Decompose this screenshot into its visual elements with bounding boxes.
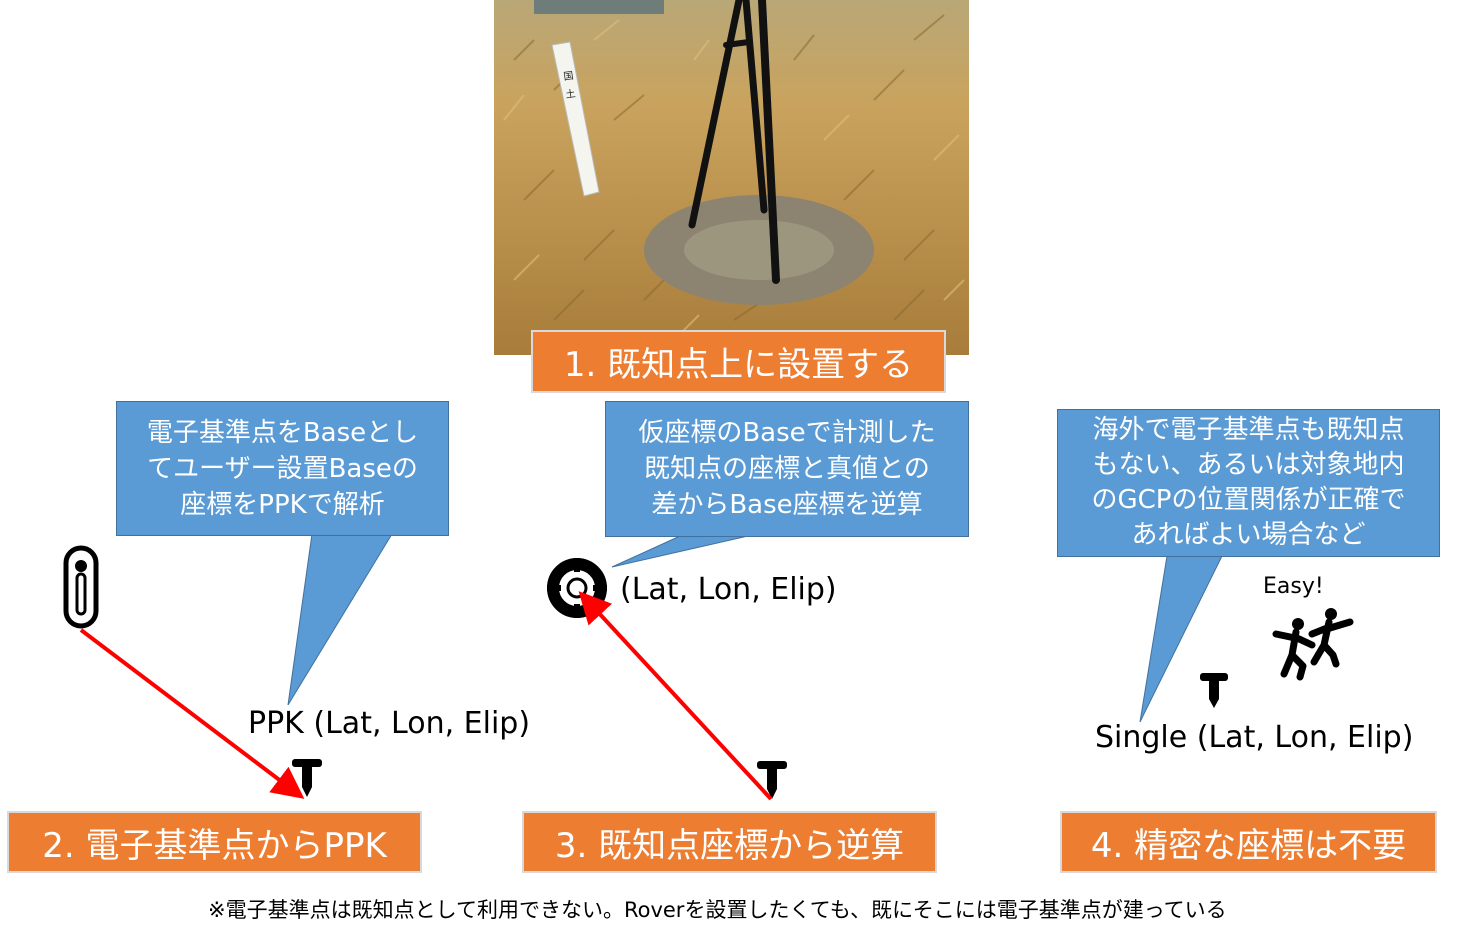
single-coordinate-label: Single (Lat, Lon, Elip) xyxy=(1095,720,1414,755)
callout-ppk-line-1: 電子基準点をBaseとし xyxy=(146,417,419,448)
people-running-icon xyxy=(1272,608,1354,681)
callout-reverse-line-2: 既知点の座標と真値との xyxy=(644,454,930,484)
ppk-arrow xyxy=(79,628,305,799)
step-1-label: 1. 既知点上に設置する xyxy=(563,345,914,385)
callout-single-line-2: もない、あるいは対象地内 xyxy=(1092,450,1405,480)
callout-reverse-line-1: 仮座標のBaseで計測した xyxy=(638,418,936,448)
callout-ppk: 電子基準点をBaseとし てユーザー設置Baseの 座標をPPKで解析 xyxy=(116,401,449,536)
gnss-station-icon xyxy=(63,545,99,629)
rover-antenna-icon xyxy=(1200,673,1228,708)
callout-ppk-line-2: てユーザー設置Baseの xyxy=(147,453,418,484)
known-coordinate-label: (Lat, Lon, Elip) xyxy=(620,572,837,607)
footnote: ※電子基準点は既知点として利用できない。Roverを設置したくても、既にそこには… xyxy=(208,898,1227,922)
svg-text:国: 国 xyxy=(563,70,575,83)
callout-reverse: 仮座標のBaseで計測した 既知点の座標と真値との 差からBase座標を逆算 xyxy=(605,401,969,537)
step-4-label: 4. 精密な座標は不要 xyxy=(1090,825,1407,866)
target-marker-icon xyxy=(547,558,607,618)
easy-label: Easy! xyxy=(1263,574,1324,599)
known-point-photo: 国 土 xyxy=(494,0,969,355)
callout-single-line-1: 海外で電子基準点も既知点 xyxy=(1092,415,1405,445)
callout-ppk-line-3: 座標をPPKで解析 xyxy=(180,489,385,520)
step-3-box: 3. 既知点座標から逆算 xyxy=(522,811,937,873)
step-4-box: 4. 精密な座標は不要 xyxy=(1060,811,1437,873)
callout-reverse-line-3: 差からBase座標を逆算 xyxy=(651,490,923,520)
callout-single-line-3: のGCPの位置関係が正確で xyxy=(1091,485,1406,515)
step-2-box: 2. 電子基準点からPPK xyxy=(7,811,422,873)
step-2-label: 2. 電子基準点からPPK xyxy=(42,825,387,866)
step-3-label: 3. 既知点座標から逆算 xyxy=(554,825,905,866)
callout-single-line-4: あればよい場合など xyxy=(1131,520,1366,550)
svg-text:土: 土 xyxy=(565,87,577,101)
tripod-photo-illustration: 国 土 xyxy=(494,0,969,355)
rover-antenna-icon xyxy=(757,761,787,799)
rover-antenna-icon xyxy=(292,759,322,797)
ppk-coordinate-label: PPK (Lat, Lon, Elip) xyxy=(248,706,531,741)
step-1-box: 1. 既知点上に設置する xyxy=(531,330,946,393)
reverse-arrow xyxy=(578,591,773,801)
callout-single: 海外で電子基準点も既知点 もない、あるいは対象地内 のGCPの位置関係が正確で … xyxy=(1057,409,1440,557)
